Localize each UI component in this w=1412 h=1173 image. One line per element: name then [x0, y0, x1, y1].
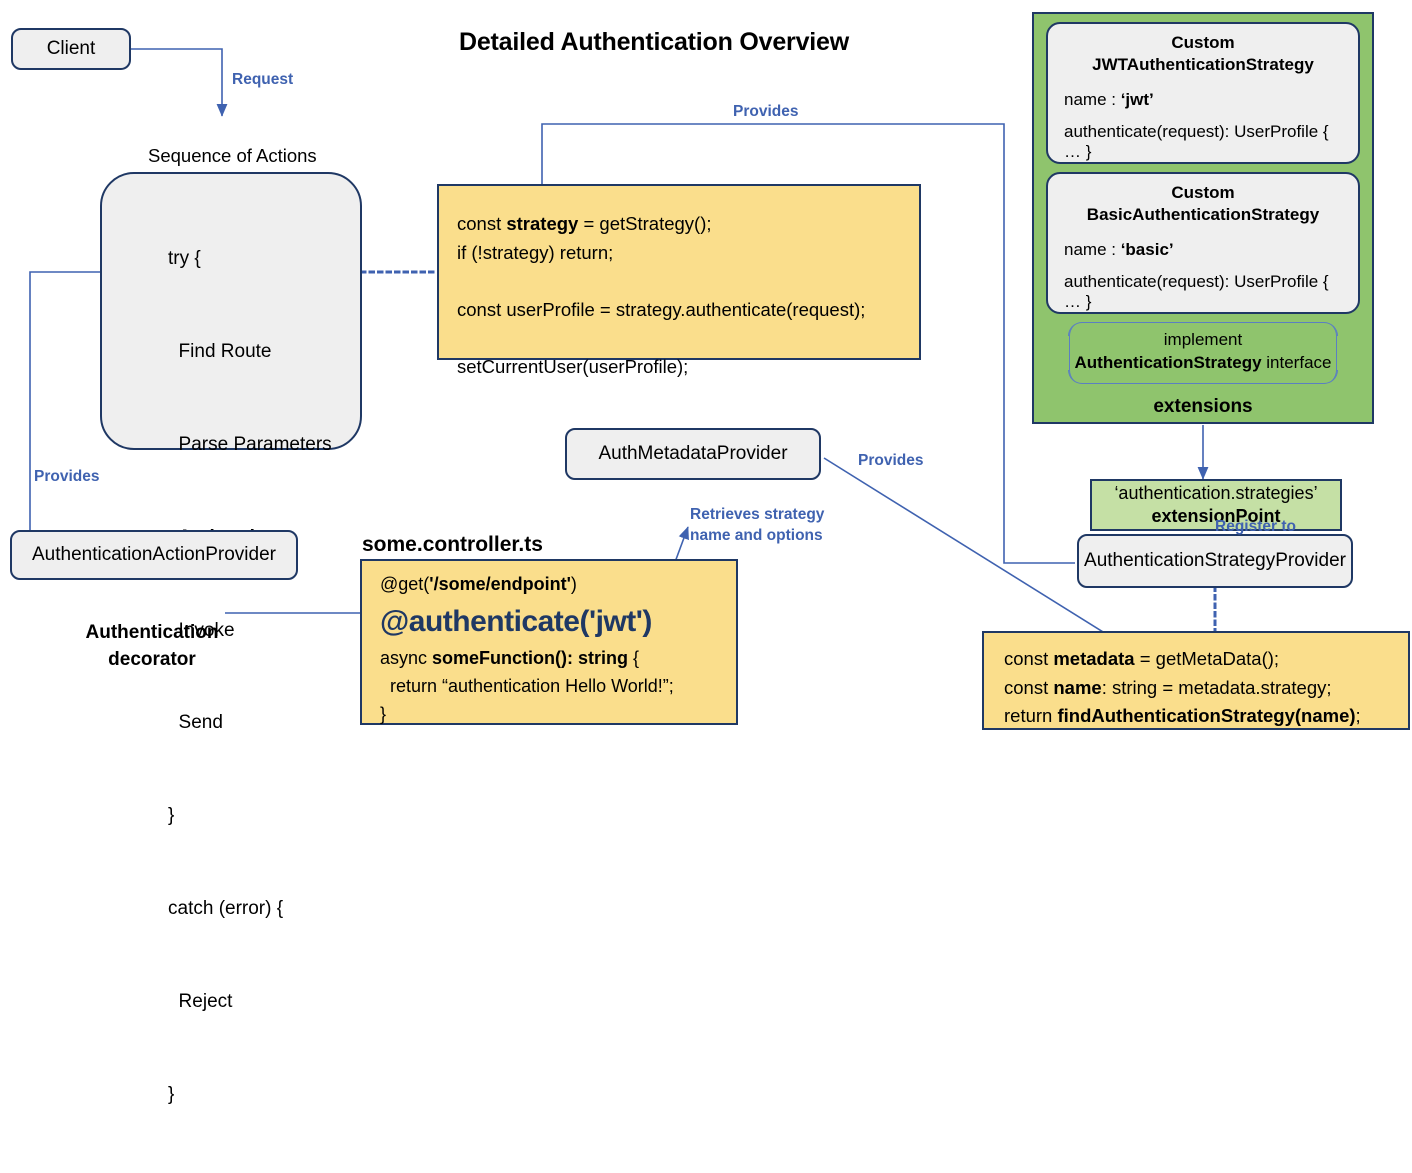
card-jwt-name-row: name : ‘jwt’ [1060, 90, 1346, 110]
code-line-authenticate-decorator: @authenticate('jwt') [380, 604, 652, 638]
seq-item-send: Send [168, 712, 223, 734]
seq-item-try: try { [168, 247, 201, 269]
code-line-setcurrentuser: setCurrentUser(userProfile); [457, 356, 689, 378]
node-auth-action-provider-label: AuthenticationActionProvider [32, 544, 276, 565]
code-block-authenticate[interactable]: const strategy = getStrategy(); if (!str… [437, 184, 921, 377]
node-sequence-of-actions[interactable] [100, 172, 362, 450]
edge-client-request [131, 48, 228, 117]
code-line-const-strategy: const strategy = getStrategy(); [457, 213, 712, 234]
edge-label-provides-left: Provides [34, 468, 100, 485]
implements-text: implement AuthenticationStrategy interfa… [1069, 329, 1337, 375]
seq-item-invoke: Invoke [168, 619, 235, 641]
seq-item-parse-parameters: Parse Parameters [168, 433, 332, 455]
code-line-const-metadata: const metadata = getMetaData(); [1004, 648, 1280, 669]
card-jwt-method: authenticate(request): UserProfile { … } [1064, 122, 1329, 162]
code-block-metadata[interactable]: const metadata = getMetaData(); const na… [982, 631, 1410, 730]
node-auth-strategy-provider[interactable]: AuthenticationStrategyProvider [1077, 534, 1353, 588]
seq-item-find-route: Find Route [168, 340, 272, 362]
code-block-controller[interactable]: @get('/some/endpoint') @authenticate('jw… [360, 559, 738, 725]
card-jwt-title-line1: Custom [1171, 33, 1235, 52]
card-jwt-title-line2: JWTAuthenticationStrategy [1092, 55, 1314, 75]
page-title: Detailed Authentication Overview [459, 28, 849, 56]
diagram-canvas: Detailed Authentication Overview Client … [10, 12, 1410, 1105]
retrieves-tail: and options [730, 526, 823, 544]
retrieves-line2: name and options [690, 526, 880, 547]
node-client-label: Client [46, 38, 96, 59]
edge-label-register-to: Register to [1215, 518, 1296, 535]
code-line-return-find: return findAuthenticationStrategy(name); [1004, 705, 1361, 727]
seq-item-close-catch: } [168, 1084, 175, 1106]
card-basic-strategy[interactable]: Custom BasicAuthenticationStrategy name … [1046, 172, 1360, 314]
card-jwt-name-value: ‘jwt’ [1120, 90, 1154, 110]
card-basic-title-line2: BasicAuthenticationStrategy [1086, 205, 1320, 225]
node-extension-point[interactable]: ‘authentication.strategies’ extensionPoi… [1090, 479, 1342, 531]
seq-item-catch: catch (error) { [168, 898, 284, 920]
code-line-userprofile: const userProfile = strategy.authenticat… [457, 299, 866, 321]
extensions-footer-label: extensions [1153, 396, 1253, 417]
node-auth-strategy-provider-label: AuthenticationStrategyProvider [1084, 550, 1346, 571]
retrieves-name-bold: name [690, 526, 731, 544]
card-jwt-strategy[interactable]: Custom JWTAuthenticationStrategy name : … [1046, 22, 1360, 164]
code-line-blank-1 [457, 267, 901, 296]
edge-label-retrieves-strategy: Retrieves strategy name and options [690, 505, 880, 547]
seq-item-close-try: } [168, 805, 175, 827]
implements-line2: AuthenticationStrategy interface [1069, 352, 1337, 375]
edge-label-provides-top: Provides [733, 103, 799, 120]
card-basic-title-line1: Custom [1171, 183, 1235, 202]
authentication-decorator-label: Authentication decorator [72, 620, 232, 673]
node-auth-metadata-provider[interactable]: AuthMetadataProvider [565, 428, 821, 480]
node-auth-metadata-provider-label: AuthMetadataProvider [598, 443, 788, 464]
code-line-if-strategy: if (!strategy) return; [457, 241, 614, 263]
code-line-blank-2 [457, 325, 901, 354]
card-basic-name-label: name : [1064, 240, 1121, 260]
code-line-async-function: async someFunction(): string { [380, 648, 640, 669]
extension-point-line1: ‘authentication.strategies’ [1114, 482, 1318, 503]
implements-line1: implement [1163, 330, 1243, 349]
extension-point-line2: extensionPoint [1151, 506, 1281, 526]
retrieves-line1: Retrieves strategy [690, 506, 825, 523]
authentication-decorator-line1: Authentication [85, 622, 219, 643]
node-client[interactable]: Client [11, 28, 131, 70]
sequence-heading: Sequence of Actions [148, 145, 317, 166]
card-basic-name-row: name : ‘basic’ [1060, 240, 1346, 260]
implements-interface-tail: interface [1261, 352, 1332, 372]
card-basic-method: authenticate(request): UserProfile { … } [1064, 272, 1329, 312]
node-auth-action-provider[interactable]: AuthenticationActionProvider [10, 530, 298, 580]
card-jwt-name-label: name : [1064, 90, 1121, 110]
card-basic-name-value: ‘basic’ [1120, 240, 1174, 260]
edge-label-provides-right: Provides [858, 452, 924, 469]
code-line-controller-close: } [380, 704, 387, 725]
edge-label-request: Request [232, 71, 294, 88]
code-line-return-hello: return “authentication Hello World!”; [380, 676, 674, 697]
code-line-const-name: const name: string = metadata.strategy; [1004, 676, 1332, 698]
sequence-action-list: try { Find Route Parse Parameters Authen… [168, 182, 332, 1173]
code-line-get-decorator: @get('/some/endpoint') [380, 574, 577, 594]
authentication-decorator-line2: decorator [108, 648, 196, 670]
controller-filename: some.controller.ts [362, 533, 543, 556]
implements-interface-name: AuthenticationStrategy [1074, 352, 1262, 372]
seq-item-reject: Reject [168, 991, 233, 1013]
